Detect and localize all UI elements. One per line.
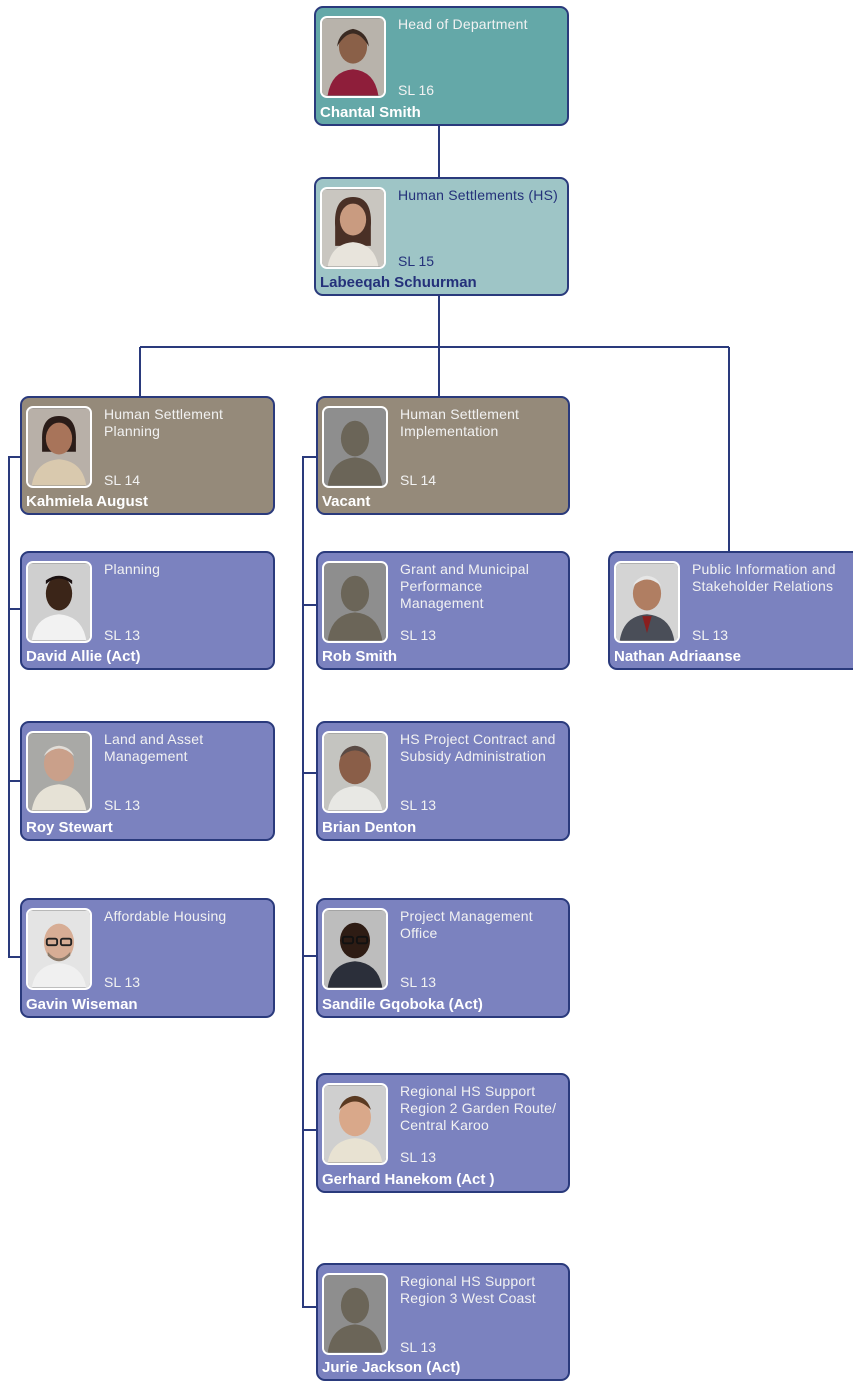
male-portrait-icon <box>614 561 680 643</box>
salary-level: SL 14 <box>400 472 437 488</box>
person-name: Rob Smith <box>322 648 397 665</box>
position-card-grant-and-municipal-performance[interactable]: Grant and Municipal Performance Manageme… <box>316 551 570 670</box>
person-name: Gerhard Hanekom (Act ) <box>322 1171 495 1188</box>
position-card-regional-hs-support-region-3[interactable]: Regional HS Support Region 3 West Coast … <box>316 1263 570 1381</box>
salary-level: SL 13 <box>400 1339 437 1355</box>
male-portrait-icon <box>322 1083 388 1165</box>
salary-level: SL 14 <box>104 472 141 488</box>
connector-planning-spine <box>8 456 20 958</box>
person-name: Kahmiela August <box>26 493 148 510</box>
salary-level: SL 13 <box>104 627 141 643</box>
unit-title: Human Settlement Planning <box>104 406 224 439</box>
person-name: Sandile Gqoboka (Act) <box>322 996 483 1013</box>
salary-level: SL 13 <box>400 797 437 813</box>
male-portrait-icon <box>26 908 92 990</box>
salary-level: SL 13 <box>400 627 437 643</box>
female-portrait-icon <box>26 406 92 488</box>
position-card-land-and-asset-management[interactable]: Land and Asset Management SL 13 Roy Stew… <box>20 721 275 841</box>
person-name: Vacant <box>322 493 371 510</box>
connector-implementation-spine <box>302 456 316 1308</box>
position-card-head-of-department[interactable]: Head of Department SL 16 Chantal Smith <box>314 6 569 126</box>
position-card-human-settlements[interactable]: Human Settlements (HS) SL 15 Labeeqah Sc… <box>314 177 569 296</box>
position-card-planning[interactable]: Planning SL 13 David Allie (Act) <box>20 551 275 670</box>
salary-level: SL 13 <box>692 627 729 643</box>
salary-level: SL 13 <box>104 974 141 990</box>
unit-title: HS Project Contract and Subsidy Administ… <box>400 731 556 764</box>
position-card-human-settlement-implementation[interactable]: Human Settlement Implementation SL 14 Va… <box>316 396 570 515</box>
salary-level: SL 13 <box>400 1149 437 1165</box>
salary-level: SL 16 <box>398 82 435 98</box>
person-name: Jurie Jackson (Act) <box>322 1359 461 1376</box>
silhouette-icon <box>322 1273 388 1355</box>
female-portrait-icon <box>320 16 386 98</box>
unit-title: Regional HS Support Region 3 West Coast <box>400 1273 536 1306</box>
person-name: Gavin Wiseman <box>26 996 138 1013</box>
salary-level: SL 13 <box>104 797 141 813</box>
unit-title: Grant and Municipal Performance Manageme… <box>400 561 530 611</box>
unit-title: Head of Department <box>398 16 528 32</box>
person-name: Brian Denton <box>322 819 417 836</box>
silhouette-icon <box>322 406 388 488</box>
unit-title: Planning <box>104 561 161 577</box>
salary-level: SL 13 <box>400 974 437 990</box>
position-card-affordable-housing[interactable]: Affordable Housing SL 13 Gavin Wiseman <box>20 898 275 1018</box>
male-portrait-icon <box>322 731 388 813</box>
person-name: Roy Stewart <box>26 819 113 836</box>
unit-title: Land and Asset Management <box>104 731 204 764</box>
male-portrait-icon <box>26 731 92 813</box>
person-name: Nathan Adriaanse <box>614 648 741 665</box>
female-portrait-icon <box>320 187 386 269</box>
person-name: David Allie (Act) <box>26 648 141 665</box>
position-card-human-settlement-planning[interactable]: Human Settlement Planning SL 14 Kahmiela… <box>20 396 275 515</box>
position-card-project-management-office[interactable]: Project Management Office SL 13 Sandile … <box>316 898 570 1018</box>
silhouette-icon <box>322 561 388 643</box>
unit-title: Affordable Housing <box>104 908 227 924</box>
salary-level: SL 15 <box>398 253 435 269</box>
unit-title: Public Information and Stakeholder Relat… <box>692 561 836 594</box>
unit-title: Human Settlements (HS) <box>398 187 559 203</box>
position-card-regional-hs-support-region-2[interactable]: Regional HS Support Region 2 Garden Rout… <box>316 1073 570 1193</box>
person-name: Labeeqah Schuurman <box>320 274 477 291</box>
person-name: Chantal Smith <box>320 104 421 121</box>
position-card-public-information[interactable]: Public Information and Stakeholder Relat… <box>608 551 853 670</box>
position-card-hs-project-contract[interactable]: HS Project Contract and Subsidy Administ… <box>316 721 570 841</box>
unit-title: Regional HS Support Region 2 Garden Rout… <box>400 1083 557 1133</box>
unit-title: Human Settlement Implementation <box>400 406 520 439</box>
unit-title: Project Management Office <box>400 908 533 941</box>
male-portrait-icon <box>26 561 92 643</box>
male-portrait-icon <box>322 908 388 990</box>
